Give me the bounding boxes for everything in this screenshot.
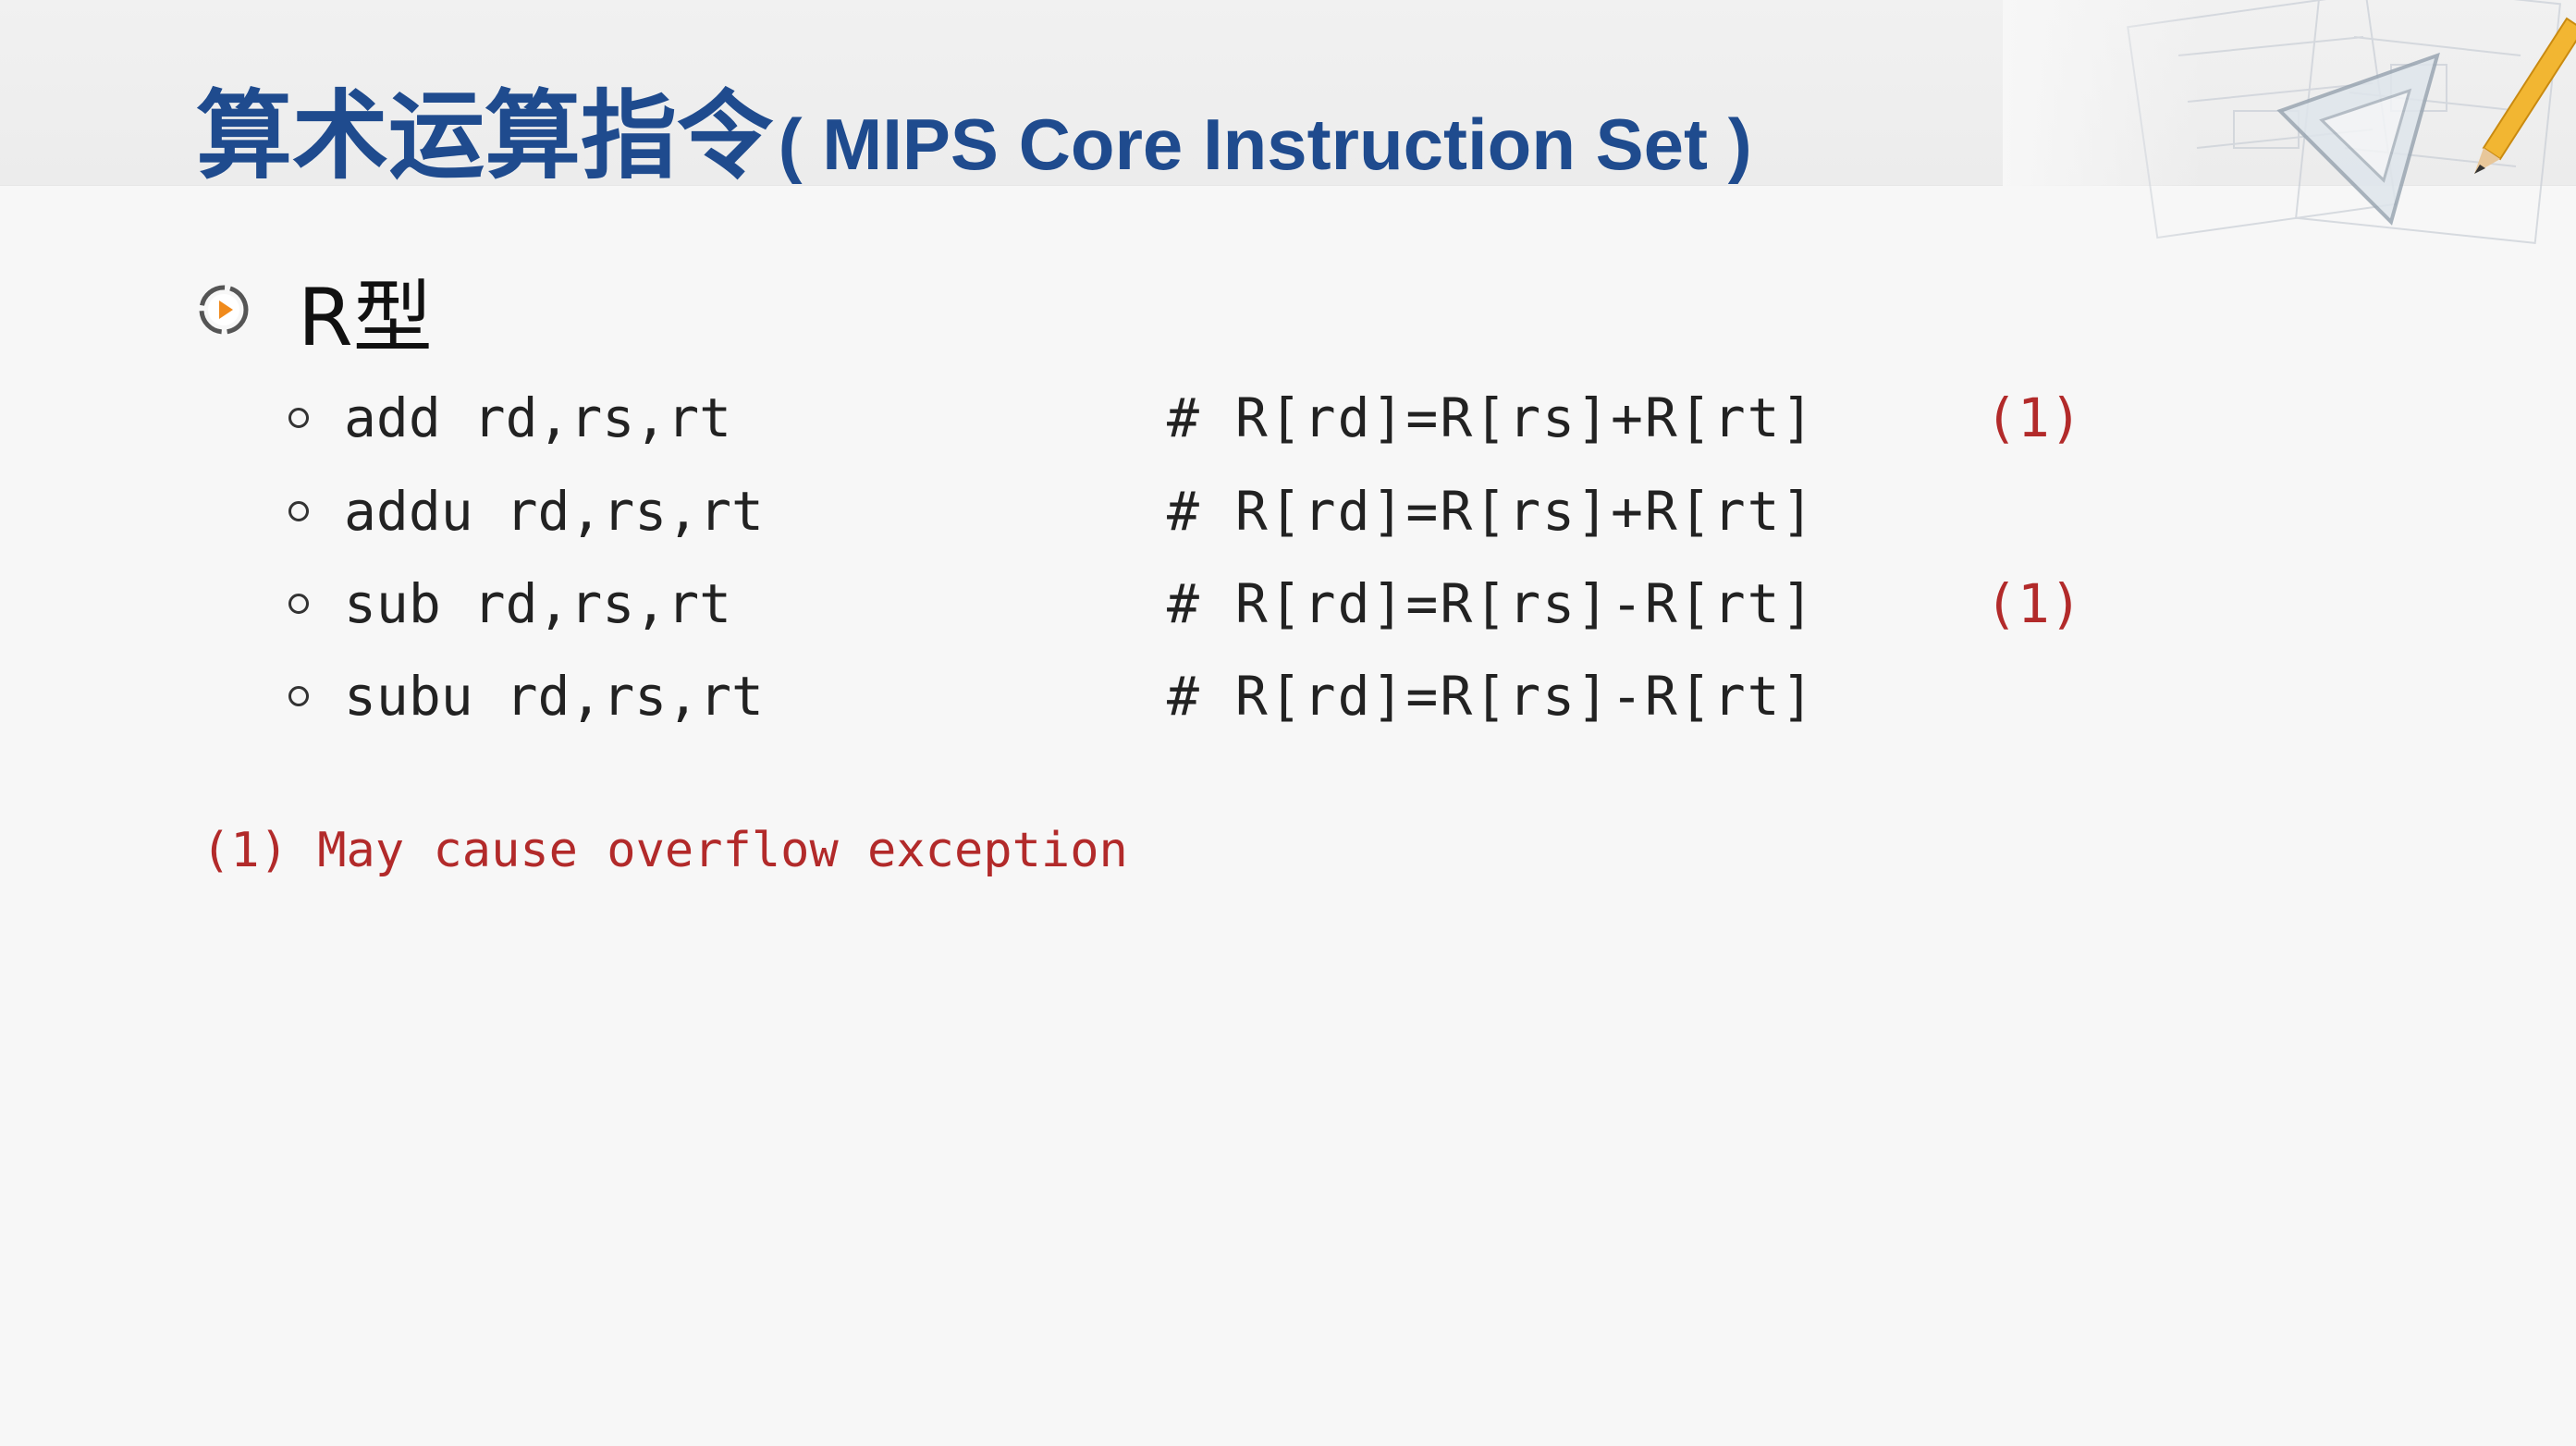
play-circle-icon: [199, 285, 249, 335]
slide-title: 算术运算指令 ( MIPS Core Instruction Set ): [196, 57, 1752, 192]
instruction-text: sub rd,rs,rt: [344, 572, 732, 635]
footnote-mark: (1): [1985, 572, 2082, 635]
instruction-text: addu rd,rs,rt: [344, 480, 764, 543]
instruction-text: add rd,rs,rt: [344, 386, 732, 449]
instruction-comment: # R[rd]=R[rs]-R[rt]: [1167, 665, 1816, 728]
title-english: ( MIPS Core Instruction Set ): [778, 104, 1752, 185]
instruction-line: add rd,rs,rt # R[rd]=R[rs]+R[rt] (1): [288, 381, 2082, 455]
instruction-comment: # R[rd]=R[rs]-R[rt]: [1167, 572, 1816, 635]
instruction-text: subu rd,rs,rt: [344, 665, 764, 728]
list-bullet: [288, 500, 309, 521]
title-chinese: 算术运算指令: [196, 80, 774, 192]
instruction-comment: # R[rd]=R[rs]+R[rt]: [1167, 480, 1816, 543]
list-bullet: [288, 593, 309, 614]
instruction-comment: # R[rd]=R[rs]+R[rt]: [1167, 386, 1816, 449]
footnote: (1) May cause overflow exception: [202, 823, 1128, 878]
footnote-mark: (1): [1985, 386, 2082, 449]
drafting-triangle-pencil-icon: [2003, 0, 2576, 277]
section-heading-row: R型: [196, 259, 433, 364]
instruction-line: addu rd,rs,rt # R[rd]=R[rs]+R[rt]: [288, 474, 1813, 548]
section-heading: R型: [298, 271, 433, 364]
instruction-line: subu rd,rs,rt # R[rd]=R[rs]-R[rt]: [288, 659, 1813, 733]
list-bullet: [288, 407, 309, 428]
instruction-line: sub rd,rs,rt # R[rd]=R[rs]-R[rt] (1): [288, 567, 2082, 641]
list-bullet: [288, 685, 309, 706]
